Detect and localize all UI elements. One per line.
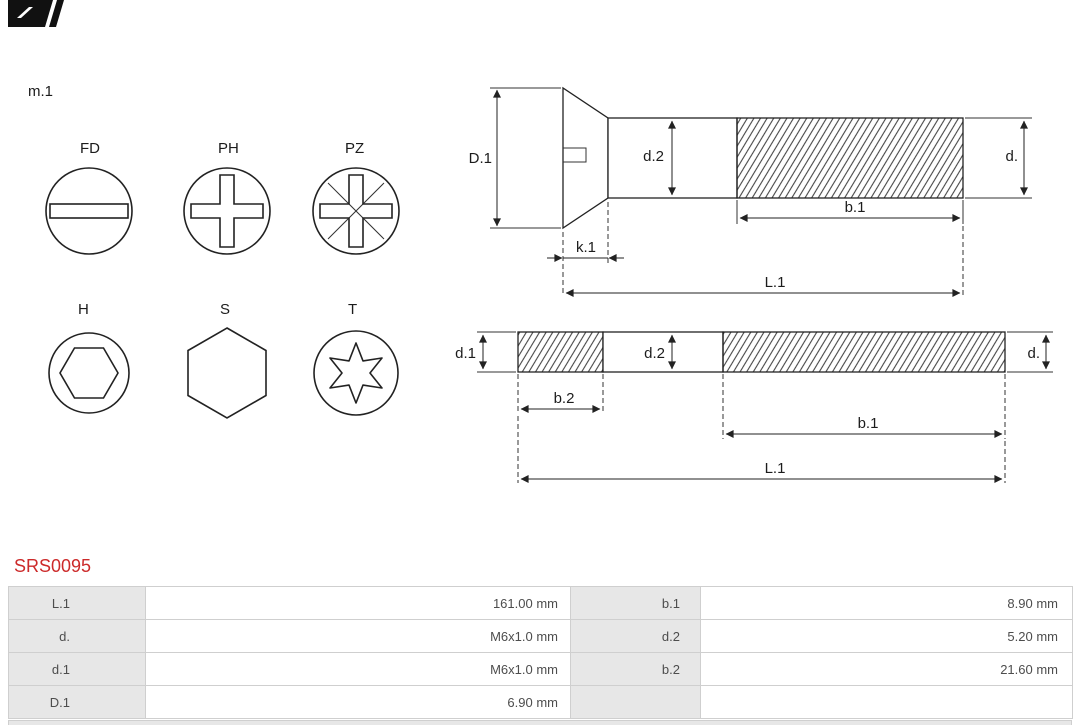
stud-thread-left <box>517 331 604 373</box>
spec-table: L.1 161.00 mm b.1 8.90 mm d. M6x1.0 mm d… <box>8 586 1073 719</box>
spec-value-cell: M6x1.0 mm <box>145 652 571 686</box>
spec-value-cell: 21.60 mm <box>700 652 1073 686</box>
spec-row: d.1 M6x1.0 mm b.2 21.60 mm <box>8 652 1073 686</box>
brand-logo <box>8 0 64 32</box>
hex-socket-drive-icon: H <box>48 301 130 414</box>
dim-d2-screw: d.2 <box>643 120 676 196</box>
countersunk-screw-drawing: D.1 d.2 d. b.1 <box>469 86 1032 297</box>
module-label: m.1 <box>28 83 53 100</box>
icon-circle <box>312 167 400 255</box>
logo-shape <box>8 0 53 27</box>
part-number: SRS0095 <box>14 556 92 576</box>
dim-L1-stud: L.1 <box>517 416 1006 483</box>
logo-slash <box>17 7 33 18</box>
spec-value-cell: M6x1.0 mm <box>145 619 571 653</box>
external-hex-label: S <box>220 301 230 318</box>
dim-b1-stud: b.1 <box>722 374 1006 439</box>
dim-d1-stud: d.1 <box>455 331 516 373</box>
hex-socket-label: H <box>78 301 89 318</box>
torx-drive-label: T <box>348 301 357 318</box>
hexagon-shape <box>187 327 267 419</box>
spec-value-cell <box>700 685 1073 719</box>
dim-d1-label: d.1 <box>455 345 476 362</box>
spec-label-cell <box>570 685 701 719</box>
head-type-icons: FD PH PZ H S <box>45 140 400 419</box>
icon-circle <box>183 167 271 255</box>
dim-k1-label: k.1 <box>576 239 596 256</box>
spec-label-cell: b.1 <box>570 586 701 620</box>
icon-circle <box>45 167 133 255</box>
spec-label-cell: L.1 <box>8 586 146 620</box>
icon-circle <box>48 332 130 414</box>
slotted-drive-icon: FD <box>45 140 133 255</box>
dim-d2-stud: d.2 <box>644 334 676 370</box>
dim-D1-label: D.1 <box>469 150 492 167</box>
pozidriv-drive-label: PZ <box>345 140 364 157</box>
slotted-drive-label: FD <box>80 140 100 157</box>
pz-tick <box>327 182 385 240</box>
dim-d-stud: d. <box>1007 331 1053 373</box>
dim-d-label: d. <box>1027 345 1040 362</box>
screw-thread <box>736 117 964 199</box>
spec-value-cell: 161.00 mm <box>145 586 571 620</box>
dim-b1-label: b.1 <box>845 199 866 216</box>
screw-slot <box>563 147 587 163</box>
cross-shape <box>319 174 393 248</box>
pozidriv-drive-icon: PZ <box>312 140 400 255</box>
dim-D1: D.1 <box>469 87 561 229</box>
technical-diagram: m.1 FD PH PZ H <box>28 83 1053 483</box>
dim-b1-label: b.1 <box>858 415 879 432</box>
external-hex-icon: S <box>187 301 267 419</box>
brand-logo-graphic <box>8 0 64 27</box>
star-shape <box>329 342 383 404</box>
spec-label-cell: d.2 <box>570 619 701 653</box>
hexagon-shape <box>59 347 119 399</box>
dim-L1-label: L.1 <box>765 274 786 291</box>
dim-L1-label: L.1 <box>765 460 786 477</box>
spec-value-cell: 5.20 mm <box>700 619 1073 653</box>
spec-label-cell: b.2 <box>570 652 701 686</box>
spec-value-cell: 8.90 mm <box>700 586 1073 620</box>
stud-thread-right <box>722 331 1006 373</box>
dim-d2-label: d.2 <box>644 345 665 362</box>
dim-d-screw: d. <box>965 117 1032 199</box>
slot-shape <box>49 203 129 219</box>
spec-row: d. M6x1.0 mm d.2 5.20 mm <box>8 619 1073 653</box>
spec-label-cell: d.1 <box>8 652 146 686</box>
dim-d-label: d. <box>1005 148 1018 165</box>
dim-b2-label: b.2 <box>554 390 575 407</box>
spec-row: D.1 6.90 mm <box>8 685 1073 719</box>
spec-table-next-row-strip <box>8 720 1072 725</box>
logo-shape <box>49 0 64 27</box>
stud-drawing: d.1 d.2 d. b.2 <box>455 331 1053 483</box>
dim-k1: k.1 <box>547 202 624 296</box>
dim-b1-screw: b.1 <box>736 199 964 224</box>
spec-label-cell: D.1 <box>8 685 146 719</box>
torx-drive-icon: T <box>313 301 399 416</box>
icon-circle <box>313 330 399 416</box>
spec-label-cell: d. <box>8 619 146 653</box>
dim-L1-screw: L.1 <box>565 202 964 297</box>
spec-value-cell: 6.90 mm <box>145 685 571 719</box>
cross-shape <box>190 174 264 248</box>
dim-b2: b.2 <box>517 374 604 414</box>
dim-d2-label: d.2 <box>643 148 664 165</box>
phillips-drive-icon: PH <box>183 140 271 255</box>
spec-row: L.1 161.00 mm b.1 8.90 mm <box>8 586 1073 620</box>
phillips-drive-label: PH <box>218 140 239 157</box>
